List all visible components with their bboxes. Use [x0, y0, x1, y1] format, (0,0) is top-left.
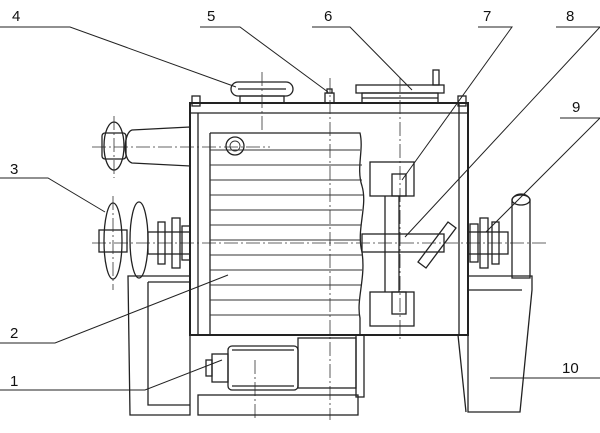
callout-1: 1 [10, 373, 18, 390]
callout-10: 10 [562, 360, 579, 377]
leader-1 [0, 359, 223, 391]
agitator [361, 161, 457, 327]
right-shaft-assembly [467, 193, 531, 279]
callout-5: 5 [207, 8, 215, 25]
callout-6: 6 [324, 8, 332, 25]
callout-2: 2 [10, 325, 18, 342]
callout-9: 9 [572, 99, 580, 116]
callout-3: 3 [10, 161, 18, 178]
leader-9 [485, 117, 600, 233]
housing [189, 95, 469, 336]
leader-7 [401, 26, 513, 181]
leader-8 [404, 26, 600, 238]
leader-lines [0, 26, 600, 391]
left-shaft-assembly [147, 217, 191, 269]
callout-7: 7 [483, 8, 491, 25]
stirrer-blade [417, 221, 457, 269]
left-support [127, 275, 191, 416]
inner-plate [209, 132, 365, 335]
callout-4: 4 [12, 8, 20, 25]
callout-labels: 1 2 3 4 5 6 7 8 9 10 [10, 8, 580, 390]
motor-1 [197, 334, 365, 416]
leader-4 [0, 26, 237, 88]
sight-glass [225, 136, 245, 156]
leader-5 [200, 26, 329, 93]
leader-3 [0, 177, 106, 213]
leader-6 [312, 26, 413, 91]
upper-left-drive [101, 116, 191, 178]
callout-8: 8 [566, 8, 574, 25]
leader-2 [0, 274, 229, 344]
support-leg-10 [457, 275, 533, 413]
